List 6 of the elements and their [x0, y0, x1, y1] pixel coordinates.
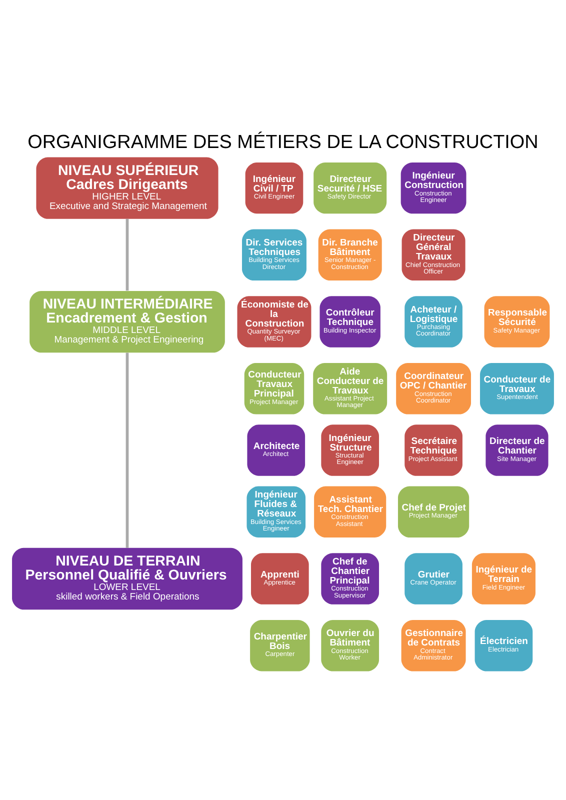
connector	[126, 352, 129, 548]
connector	[126, 218, 129, 291]
node-box: NIVEAU SUPÉRIEUR Cadres Dirigeants HIGHER LEVEL Executive and Strategic Management	[36, 157, 218, 219]
diagram-title: ORGANIGRAMME DES MÉTIERS DE LA CONSTRUCTION	[28, 132, 538, 153]
node-box: NIVEAU DE TERRAIN Personnel Qualifié & Ouvriers LOWER LEVEL skilled workers & Field Operations	[12, 548, 242, 610]
node-box: NIVEAU INTERMÉDIAIRE Encadrement & Gestion MIDDLE LEVEL Management & Project Engineering	[30, 290, 225, 353]
